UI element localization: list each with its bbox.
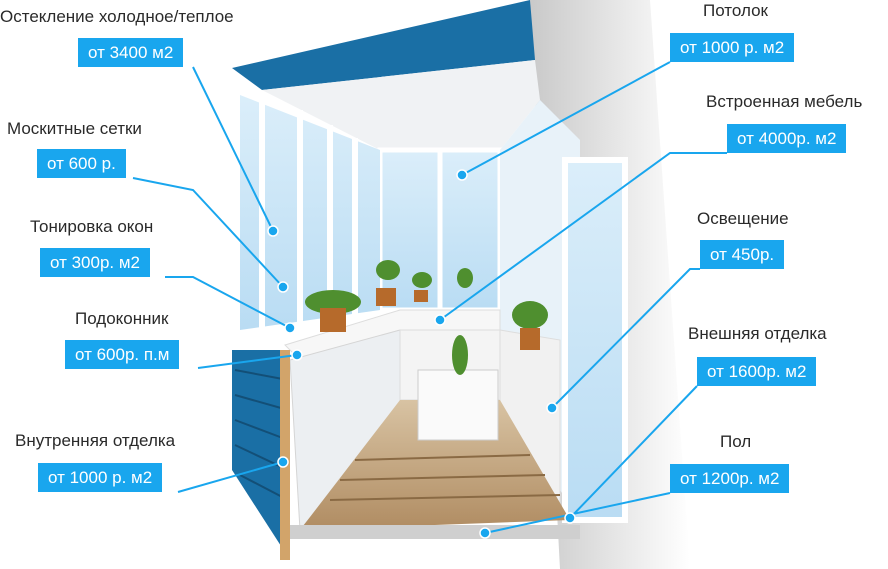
left-windows: [240, 95, 380, 330]
label-ceiling-title: Потолок: [703, 1, 768, 20]
chair: [417, 369, 499, 441]
label-glazing-title: Остекление холодное/теплое: [0, 7, 234, 26]
label-windowsill-price: от 600р. п.м: [65, 340, 180, 369]
label-furniture-price: от 4000р. м2: [727, 124, 847, 153]
roof: [232, 0, 535, 90]
slab: [290, 525, 580, 539]
floor: [300, 400, 570, 530]
label-floor-title: Пол: [720, 432, 752, 451]
label-interior-finish-price: от 1000 р. м2: [38, 463, 163, 492]
label-lighting-title: Освещение: [697, 209, 789, 228]
leader-lines: [132, 61, 727, 534]
label-tinting-title: Тонировка окон: [30, 217, 154, 236]
marker-dot: [267, 225, 279, 237]
label-mosquito-nets-price: от 600 р.: [37, 149, 126, 178]
label-exterior-finish-price: от 1600р. м2: [697, 357, 817, 386]
label-lighting-price: от 450р.: [700, 240, 785, 269]
marker-dot: [434, 314, 446, 326]
marker-dot: [479, 527, 491, 539]
balcony-door: [562, 157, 628, 523]
marker-dot: [291, 349, 303, 361]
label-interior-finish-title: Внутренняя отделка: [15, 431, 176, 450]
label-glazing-price: от 3400 м2: [78, 38, 184, 67]
label-mosquito-nets-title: Москитные сетки: [7, 119, 142, 138]
label-floor-price: от 1200р. м2: [670, 464, 790, 493]
ceiling: [262, 60, 540, 150]
marker-dot: [546, 402, 558, 414]
label-ceiling-price: от 1000 р. м2: [670, 33, 795, 62]
exterior-siding: [232, 350, 290, 560]
label-tinting-price: от 300р. м2: [40, 248, 150, 277]
marker-dot: [284, 322, 296, 334]
marker-dot: [277, 281, 289, 293]
label-exterior-finish-title: Внешняя отделка: [688, 324, 827, 343]
marker-dot: [277, 456, 289, 468]
marker-dot: [564, 512, 576, 524]
label-furniture-title: Встроенная мебель: [706, 92, 863, 111]
marker-dot: [456, 169, 468, 181]
label-windowsill-title: Подоконник: [75, 309, 169, 328]
